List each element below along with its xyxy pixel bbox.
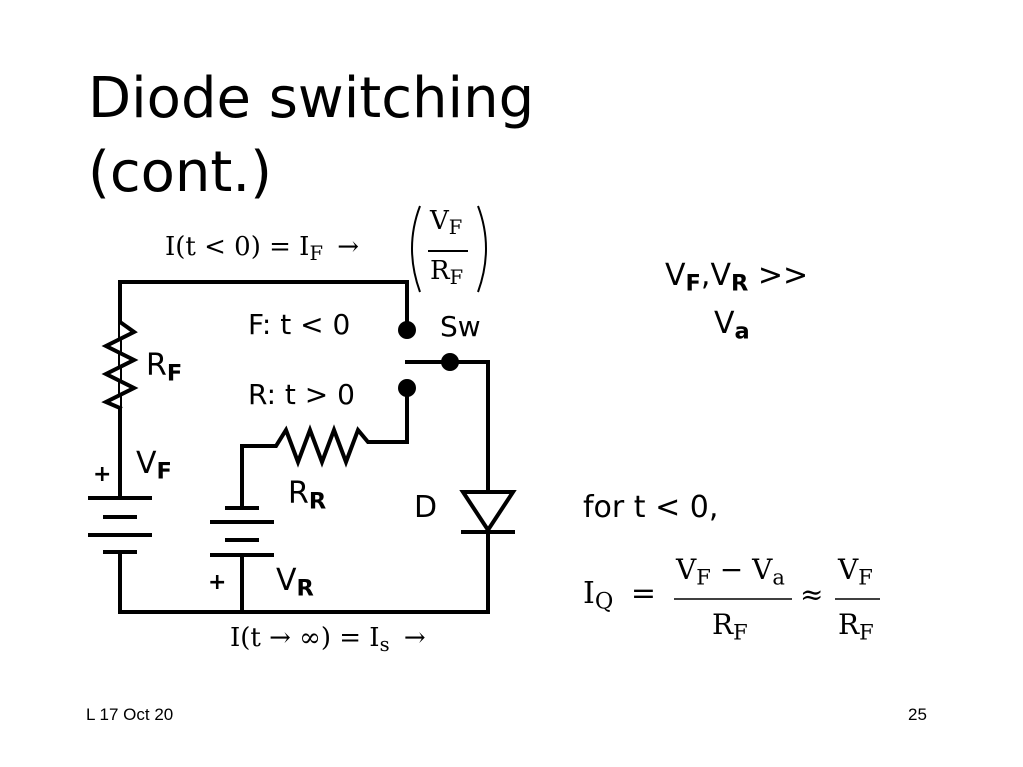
rf-label-r: R <box>146 348 167 383</box>
top-current-lhs: I(t < 0) = I <box>165 232 310 262</box>
iq-numerator: VF − Va <box>676 553 785 589</box>
bottom-current-sub: s <box>379 632 390 656</box>
cond-v2-sub: R <box>730 270 749 297</box>
switch-contact-r <box>398 379 416 397</box>
top-frac-num-sub: F <box>448 215 463 239</box>
rf-label-sub: F <box>166 360 183 387</box>
rf-label: RF <box>146 348 182 387</box>
cond-v1-sub: F <box>685 270 701 297</box>
cond-va: V <box>714 306 735 341</box>
vr-plus: + <box>208 570 227 595</box>
paren-right <box>477 205 487 293</box>
iq-num-vf: V <box>676 553 697 586</box>
diode-triangle <box>459 490 517 534</box>
iq-den2: RF <box>838 608 874 644</box>
page-number: 25 <box>908 705 927 724</box>
rr-label: RR <box>288 476 326 515</box>
iq-i: I <box>583 576 595 611</box>
cond-sep: , <box>700 258 711 293</box>
bottom-current-lhs: I(t → ∞) = I <box>230 623 380 653</box>
diode-label: D <box>414 490 438 525</box>
iq-approx: ≈ <box>800 578 824 611</box>
top-frac-den-sub: F <box>449 265 464 289</box>
vf-label-sub: F <box>156 458 172 485</box>
cond-v2: V <box>710 258 731 293</box>
condition-line-1: VF,VR >> <box>665 258 808 297</box>
wire-bottom <box>118 533 490 614</box>
iq-den2-r: R <box>838 608 860 641</box>
title-line-1: Diode switching <box>88 66 535 131</box>
iq-den-rf: R <box>712 608 734 641</box>
switch-contact-f <box>398 321 416 339</box>
rr-label-sub: R <box>308 488 327 515</box>
vr-label: VR <box>276 563 314 602</box>
cond-v1: V <box>665 258 686 293</box>
iq-equals: = <box>630 576 656 611</box>
iq-num2-v: V <box>838 553 859 586</box>
iq-sub: Q <box>594 588 614 615</box>
wire-r-contact <box>378 390 409 444</box>
bottom-current-arrow: → <box>403 623 426 653</box>
iq-num-va: V <box>752 553 773 586</box>
iq-den2-sub: F <box>859 620 874 645</box>
for-text: for t < 0, <box>583 490 719 525</box>
footer-date: L 17 Oct 20 <box>86 705 174 724</box>
slide-title: Diode switching (cont.) <box>88 62 534 210</box>
condition-line-2: Va <box>714 306 750 345</box>
iq-den-rf-sub: F <box>733 620 748 645</box>
switch-f-label: F: t < 0 <box>248 308 351 341</box>
vr-label-v: V <box>276 563 297 598</box>
top-current-eq: I(t < 0) = IF → <box>165 232 359 265</box>
iq-num2: VF <box>838 553 873 589</box>
cond-gg: >> <box>748 258 809 293</box>
vr-label-sub: R <box>296 575 314 602</box>
resistor-rf <box>101 316 139 411</box>
rr-label-r: R <box>288 476 309 511</box>
top-frac-den: RF <box>430 256 463 289</box>
vf-plus: + <box>93 462 112 487</box>
switch-name-label: Sw <box>440 310 481 343</box>
paren-left <box>411 205 421 293</box>
wire-right <box>448 360 490 492</box>
resistor-rr <box>240 424 382 507</box>
iq-num2-sub: F <box>858 565 873 590</box>
top-frac-num-v: V <box>430 206 449 236</box>
iq-num-va-sub: a <box>772 565 785 590</box>
switch-r-label: R: t > 0 <box>248 378 355 411</box>
iq-num-minus: − <box>710 553 753 586</box>
iq-denominator: RF <box>712 608 748 644</box>
bottom-current-eq: I(t → ∞) = Is → <box>230 623 426 656</box>
switch-pivot <box>441 353 459 371</box>
cond-va-sub: a <box>734 318 750 345</box>
iq-lhs: IQ = <box>583 576 656 615</box>
iq-num-vf-sub: F <box>696 565 711 590</box>
vf-label-v: V <box>136 446 157 481</box>
top-frac-den-r: R <box>430 256 450 286</box>
vf-label: VF <box>136 446 172 485</box>
top-frac-num: VF <box>430 206 462 239</box>
top-current-sub: F <box>309 241 323 265</box>
title-line-2: (cont.) <box>88 140 272 205</box>
top-current-arrow: → <box>337 232 360 262</box>
